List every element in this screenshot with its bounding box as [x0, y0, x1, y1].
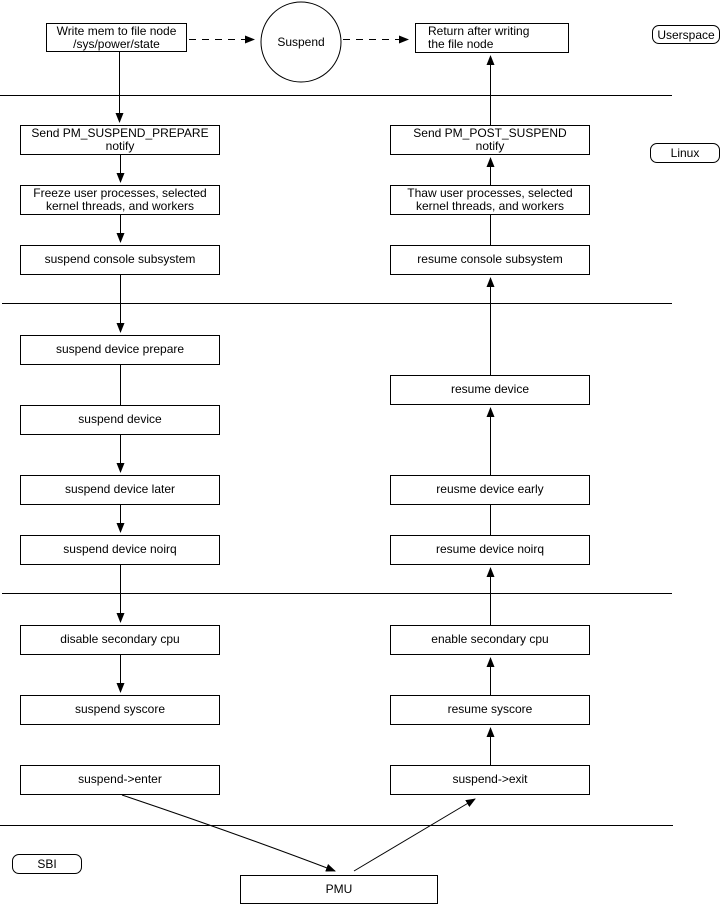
node-disable-secondary-cpu: disable secondary cpu: [20, 625, 220, 655]
node-pmu: PMU: [240, 875, 438, 904]
node-resume-syscore: resume syscore: [390, 695, 590, 725]
node-enable-secondary-cpu: enable secondary cpu: [390, 625, 590, 655]
node-send-pm-suspend-prepare: Send PM_SUSPEND_PREPARE notify: [20, 125, 220, 155]
node-resume-device-noirq: resume device noirq: [390, 535, 590, 565]
node-send-pm-post-suspend: Send PM_POST_SUSPEND notify: [390, 125, 590, 155]
node-thaw-user-processes: Thaw user processes, selected kernel thr…: [390, 185, 590, 215]
node-suspend-device-later: suspend device later: [20, 475, 220, 505]
node-write-mem-file: Write mem to file node /sys/power/state: [46, 23, 187, 52]
node-resume-device: resume device: [390, 375, 590, 405]
zone-label-linux: Linux: [650, 143, 720, 163]
node-suspend-enter: suspend->enter: [20, 765, 220, 795]
zone-label-sbi: SBI: [12, 854, 82, 874]
zone-label-userspace: Userspace: [652, 25, 720, 44]
connector-enter-to-pmu: [121, 794, 336, 872]
node-resume-console-subsystem: resume console subsystem: [390, 245, 590, 275]
node-suspend-console-subsystem: suspend console subsystem: [20, 245, 220, 275]
node-suspend-device-prepare: suspend device prepare: [20, 335, 220, 365]
node-suspend-device-noirq: suspend device noirq: [20, 535, 220, 565]
node-suspend-exit: suspend->exit: [390, 765, 590, 795]
connector-pmu-to-exit: [353, 798, 476, 872]
node-reusme-device-early: reusme device early: [390, 475, 590, 505]
node-suspend-device: suspend device: [20, 405, 220, 435]
node-freeze-user-processes: Freeze user processes, selected kernel t…: [20, 185, 220, 215]
suspend-circle-label: Suspend: [277, 35, 325, 49]
suspend-circle-shape: [260, 1, 342, 83]
node-return-after-writing: Return after writing the file node: [415, 23, 569, 53]
node-suspend-syscore: suspend syscore: [20, 695, 220, 725]
